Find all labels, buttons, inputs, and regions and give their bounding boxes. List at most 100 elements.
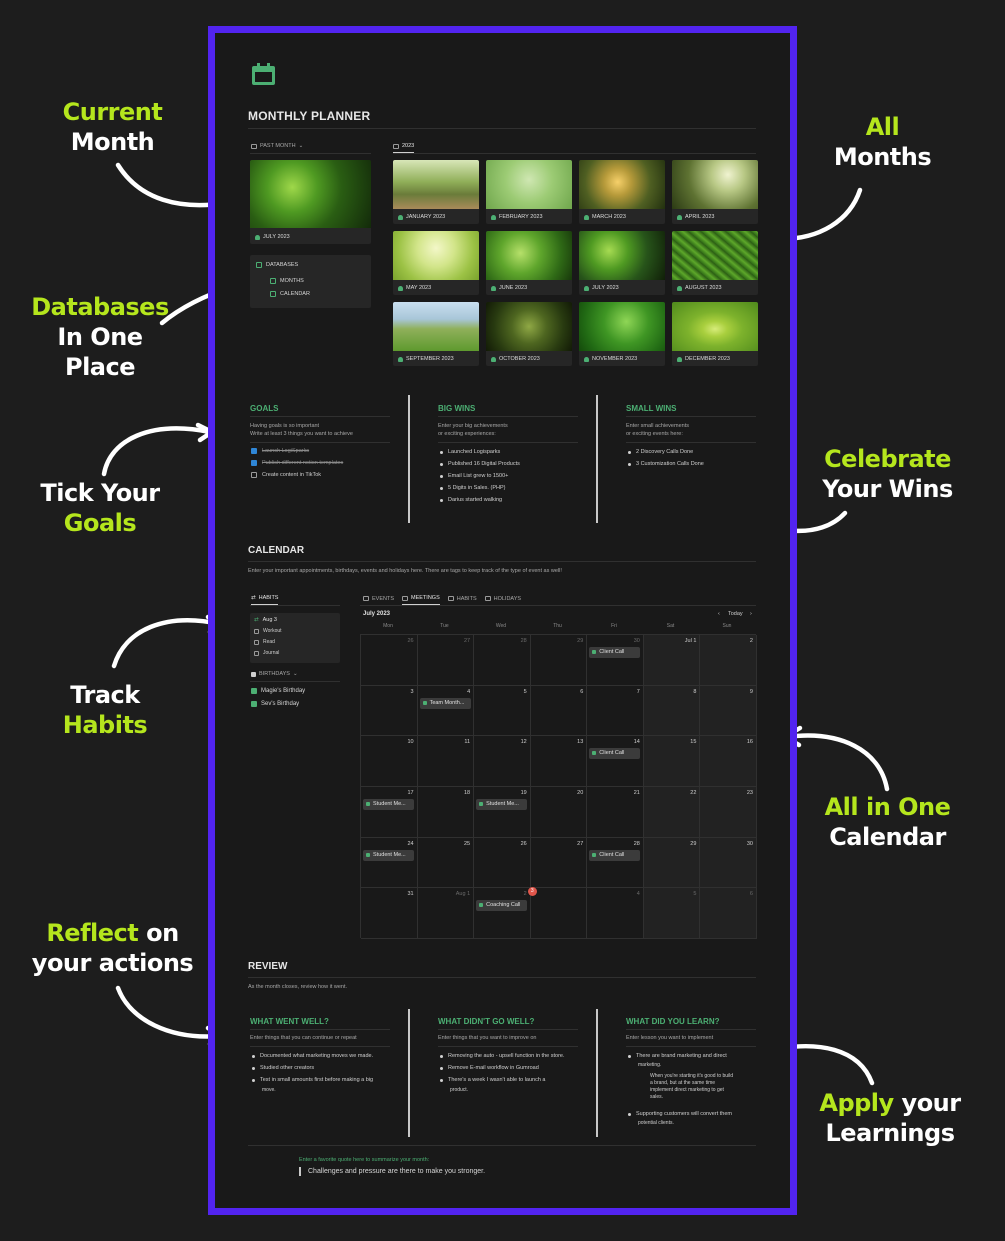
calendar-event[interactable]: Team Month... bbox=[419, 697, 471, 709]
tab-habits-view[interactable]: HABITS bbox=[447, 596, 477, 605]
goal-item[interactable]: Launch LogiSparks bbox=[251, 448, 309, 454]
calendar-day-cell[interactable]: 3 bbox=[361, 685, 418, 737]
month-card-august[interactable]: AUGUST 2023 bbox=[672, 231, 758, 295]
calendar-day-cell[interactable]: 5 bbox=[474, 685, 531, 737]
checkbox[interactable] bbox=[251, 472, 257, 478]
chevron-down-icon: ⌄ bbox=[298, 143, 304, 149]
database-link-calendar[interactable]: CALENDAR bbox=[270, 291, 310, 297]
checkbox[interactable] bbox=[254, 650, 259, 656]
calendar-day-cell[interactable]: 7 bbox=[587, 685, 644, 737]
database-link-months[interactable]: MONTHS bbox=[270, 278, 304, 284]
calendar-day-cell[interactable]: 15 bbox=[643, 736, 701, 787]
calendar-day-cell[interactable]: 29 bbox=[643, 837, 701, 889]
calendar-day-cell[interactable]: 2 bbox=[700, 635, 757, 686]
divider bbox=[250, 605, 340, 606]
tab-events[interactable]: EVENTS bbox=[363, 596, 394, 605]
calendar-day-cell[interactable]: 26 bbox=[474, 837, 531, 889]
column-divider bbox=[408, 1009, 410, 1137]
calendar-day-cell[interactable]: 27 bbox=[530, 837, 588, 889]
calendar-day-cell[interactable]: 29 bbox=[530, 635, 588, 686]
calendar-day-cell[interactable]: 8 bbox=[643, 685, 701, 737]
tab-past-month[interactable]: PAST MONTH⌄ bbox=[251, 143, 303, 152]
calendar-day-cell[interactable]: 18 bbox=[417, 787, 475, 838]
calendar-day-cell[interactable]: 20 bbox=[530, 787, 588, 838]
month-card-october[interactable]: OCTOBER 2023 bbox=[486, 302, 572, 366]
calendar-day-cell[interactable]: 28 bbox=[474, 635, 531, 686]
annotation-celebrate: Celebrate Your Wins bbox=[822, 445, 953, 503]
habit-card[interactable]: ⇄Aug 3 Workout Read Journal bbox=[250, 613, 340, 663]
calendar-event[interactable]: Coaching Call bbox=[476, 900, 528, 912]
calendar-day-cell[interactable]: Aug 1 bbox=[417, 888, 475, 939]
calendar-day-cell[interactable]: 5 bbox=[643, 888, 701, 939]
tree-icon bbox=[491, 356, 496, 362]
calendar-day-cell[interactable]: 6 bbox=[700, 888, 757, 939]
tab-meetings[interactable]: MEETINGS bbox=[402, 595, 440, 605]
calendar-day-cell[interactable]: 4 bbox=[587, 888, 644, 939]
calendar-day-cell[interactable]: 27 bbox=[417, 635, 475, 686]
checkbox[interactable] bbox=[254, 628, 259, 634]
month-card-july[interactable]: JULY 2023 bbox=[579, 231, 665, 295]
calendar-next-button[interactable]: › bbox=[750, 611, 752, 617]
month-quote[interactable]: Challenges and pressure are there to mak… bbox=[299, 1167, 485, 1176]
month-card-december[interactable]: DECEMBER 2023 bbox=[672, 302, 758, 366]
current-month-card[interactable]: JULY 2023 bbox=[250, 160, 371, 244]
calendar-day-cell[interactable]: 30 bbox=[700, 837, 757, 889]
calendar-day-cell[interactable]: 10 bbox=[361, 736, 418, 787]
calendar-month-label: July 2023 bbox=[363, 611, 391, 617]
month-card-june[interactable]: JUNE 2023 bbox=[486, 231, 572, 295]
birthday-item[interactable]: Magie's Birthday bbox=[251, 688, 305, 694]
calendar-day-cell[interactable]: 11 bbox=[417, 736, 475, 787]
calendar-day-cell[interactable]: 12 bbox=[474, 736, 531, 787]
month-card-april[interactable]: APRIL 2023 bbox=[672, 160, 758, 224]
calendar-day-cell[interactable]: 23 bbox=[700, 787, 757, 838]
calendar-day-cell[interactable]: 31 bbox=[361, 888, 418, 939]
tab-2023[interactable]: 2023 bbox=[393, 143, 415, 153]
calendar-day-cell[interactable]: 6 bbox=[530, 685, 588, 737]
calendar-prev-button[interactable]: ‹ bbox=[718, 611, 720, 617]
calendar-day-cell[interactable]: 25 bbox=[417, 837, 475, 889]
month-card-november[interactable]: NOVEMBER 2023 bbox=[579, 302, 665, 366]
calendar-event[interactable]: Client Call bbox=[589, 647, 641, 658]
calendar-event[interactable]: Student Me... bbox=[363, 799, 414, 810]
month-card-september[interactable]: SEPTEMBER 2023 bbox=[393, 302, 479, 366]
calendar-day-cell[interactable]: 22 bbox=[643, 787, 701, 838]
calendar-event[interactable]: Student Me... bbox=[363, 849, 414, 861]
goal-item[interactable]: Create content in TikTok bbox=[251, 472, 321, 478]
month-card-may[interactable]: MAY 2023 bbox=[393, 231, 479, 295]
checkbox[interactable] bbox=[254, 639, 259, 645]
calendar-day-cell[interactable]: Jul 1 bbox=[643, 635, 701, 686]
calendar-day-cell[interactable]: 21 bbox=[587, 787, 644, 838]
month-card-march[interactable]: MARCH 2023 bbox=[579, 160, 665, 224]
habit-read[interactable]: Read bbox=[254, 639, 275, 645]
calendar-day-cell[interactable]: 26 bbox=[361, 635, 418, 686]
calendar-event[interactable]: Client Call bbox=[589, 849, 641, 861]
tab-holidays[interactable]: HOLIDAYS bbox=[484, 596, 521, 605]
habit-workout[interactable]: Workout bbox=[254, 628, 282, 634]
tab-habits[interactable]: ⇄HABITS bbox=[251, 595, 279, 605]
divider bbox=[438, 416, 578, 417]
today-button[interactable]: Today bbox=[728, 611, 743, 617]
calendar-event[interactable]: Client Call bbox=[589, 748, 641, 760]
month-card-february[interactable]: FEBRUARY 2023 bbox=[486, 160, 572, 224]
month-card-january[interactable]: JANUARY 2023 bbox=[393, 160, 479, 224]
calendar-day-cell[interactable]: 16 bbox=[700, 736, 757, 787]
birthday-item[interactable]: Sev's Birthday bbox=[251, 701, 299, 707]
checkbox-checked[interactable] bbox=[251, 460, 257, 466]
tab-birthdays[interactable]: BIRTHDAYS⌄ bbox=[251, 671, 298, 680]
month-image bbox=[579, 302, 665, 351]
calendar-day-cell[interactable]: 3 bbox=[527, 887, 588, 939]
calendar-day-cell[interactable]: 9 bbox=[700, 685, 757, 737]
calendar-day-cell[interactable]: 13 bbox=[530, 736, 588, 787]
checkbox-checked[interactable] bbox=[251, 448, 257, 454]
goal-item[interactable]: Publish different notion templates bbox=[251, 460, 343, 466]
calendar-event[interactable]: Student Me... bbox=[476, 799, 528, 810]
habit-journal[interactable]: Journal bbox=[254, 650, 279, 656]
